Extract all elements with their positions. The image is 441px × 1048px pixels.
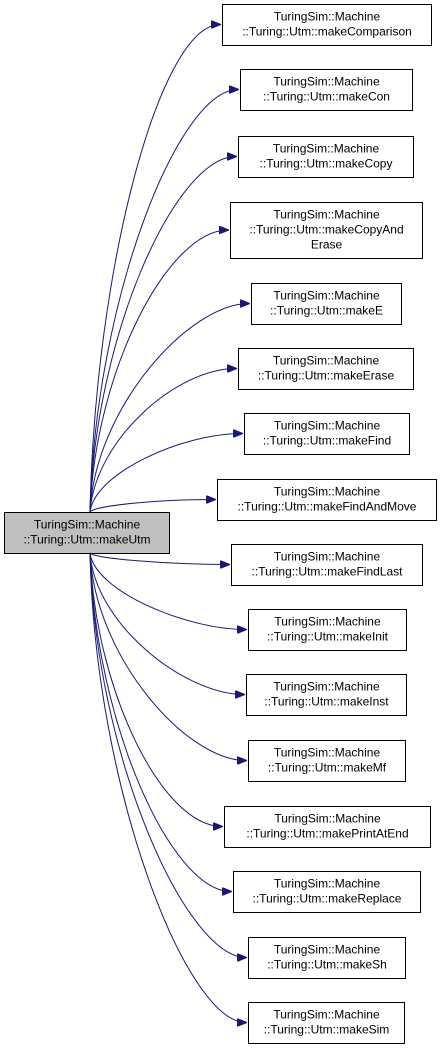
callee-function-node-label-line: ::Turing::Utm::makeSh: [267, 958, 387, 972]
callee-function-node[interactable]: TuringSim::Machine::Turing::Utm::makeSh: [248, 937, 406, 979]
function-nodes: TuringSim::Machine::Turing::Utm::makeUtm…: [4, 4, 437, 1044]
callee-function-node-box: [224, 806, 431, 848]
call-edge: [89, 157, 236, 513]
callee-function-node-label-line: TuringSim::Machine: [274, 550, 381, 564]
call-edge: [89, 230, 228, 513]
callee-function-node-box: [222, 4, 432, 46]
callee-function-node-box: [217, 479, 437, 521]
callee-function-node-label-line: ::Turing::Utm::makeE: [270, 304, 383, 318]
callee-function-node-label-line: ::Turing::Utm::makeInit: [267, 630, 389, 644]
callee-function-node-label-line: TuringSim::Machine: [274, 746, 381, 760]
call-edge: [89, 552, 246, 630]
callee-function-node-label-line: TuringSim::Machine: [273, 289, 380, 303]
callee-function-node[interactable]: TuringSim::Machine::Turing::Utm::makeFin…: [231, 544, 423, 586]
callee-function-node[interactable]: TuringSim::Machine::Turing::Utm::makeE: [251, 283, 402, 325]
call-edges: [89, 25, 249, 1023]
callee-function-node-label-line: TuringSim::Machine: [274, 615, 381, 629]
callee-function-node[interactable]: TuringSim::Machine::Turing::Utm::makePri…: [224, 806, 431, 848]
callee-function-node[interactable]: TuringSim::Machine::Turing::Utm::makeFin…: [244, 413, 410, 455]
call-edge: [89, 552, 222, 827]
call-edge: [89, 552, 246, 958]
call-edge: [89, 25, 220, 513]
callee-function-node-label-line: TuringSim::Machine: [273, 1008, 380, 1022]
callee-function-node[interactable]: TuringSim::Machine::Turing::Utm::makeCop…: [238, 136, 414, 178]
call-edge: [89, 552, 244, 695]
callee-function-node-label-line: ::Turing::Utm::makeMf: [268, 761, 387, 775]
callee-function-node-box: [251, 283, 402, 325]
call-edge: [89, 500, 215, 513]
callee-function-node-label-line: TuringSim::Machine: [273, 75, 380, 89]
callee-function-node-label-line: ::Turing::Utm::makeReplace: [253, 892, 402, 906]
callee-function-node[interactable]: TuringSim::Machine::Turing::Utm::makeSim: [248, 1002, 405, 1044]
root-function-node-box: [4, 512, 170, 554]
callee-function-node[interactable]: TuringSim::Machine::Turing::Utm::makeIni…: [248, 609, 407, 651]
callee-function-node-box: [246, 674, 407, 716]
call-edge: [89, 90, 238, 513]
callee-function-node-label-line: TuringSim::Machine: [273, 680, 380, 694]
callee-function-node[interactable]: TuringSim::Machine::Turing::Utm::makeIns…: [246, 674, 407, 716]
callee-function-node-box: [238, 136, 414, 178]
call-edge: [89, 434, 242, 513]
callee-function-node-box: [248, 937, 406, 979]
callee-function-node-label-line: TuringSim::Machine: [273, 208, 380, 222]
callee-function-node-label-line: TuringSim::Machine: [274, 877, 381, 891]
call-edge: [89, 304, 249, 513]
callee-function-node-label-line: TuringSim::Machine: [273, 142, 380, 156]
callee-function-node-box: [240, 69, 413, 111]
callee-function-node-label-line: ::Turing::Utm::makeFindLast: [252, 565, 404, 579]
callee-function-node[interactable]: TuringSim::Machine::Turing::Utm::makeCom…: [222, 4, 432, 46]
callee-function-node-box: [238, 348, 414, 390]
callee-function-node[interactable]: TuringSim::Machine::Turing::Utm::makeCop…: [230, 202, 423, 259]
callee-function-node-label-line: ::Turing::Utm::makeSim: [264, 1023, 390, 1037]
callee-function-node-label-line: TuringSim::Machine: [274, 10, 381, 24]
callee-function-node-label-line: TuringSim::Machine: [274, 812, 381, 826]
root-function-node[interactable]: TuringSim::Machine::Turing::Utm::makeUtm: [4, 512, 170, 554]
callee-function-node-label-line: ::Turing::Utm::makeComparison: [242, 25, 412, 39]
callee-function-node-label-line: ::Turing::Utm::makeFind: [263, 434, 391, 448]
callee-function-node-label-line: ::Turing::Utm::makeCopy: [260, 157, 393, 171]
callee-function-node-label-line: TuringSim::Machine: [274, 485, 381, 499]
callee-function-node[interactable]: TuringSim::Machine::Turing::Utm::makeMf: [248, 740, 406, 782]
root-function-node-label-line: ::Turing::Utm::makeUtm: [24, 533, 151, 547]
callee-function-node-label-line: ::Turing::Utm::makeFindAndMove: [238, 500, 417, 514]
call-edge: [89, 552, 231, 892]
callee-function-node[interactable]: TuringSim::Machine::Turing::Utm::makeCon: [240, 69, 413, 111]
callee-function-node-label-line: TuringSim::Machine: [274, 419, 381, 433]
callee-function-node-label-line: TuringSim::Machine: [274, 943, 381, 957]
callee-function-node[interactable]: TuringSim::Machine::Turing::Utm::makeRep…: [233, 871, 421, 913]
callee-function-node-label-line: TuringSim::Machine: [273, 354, 380, 368]
callee-function-node[interactable]: TuringSim::Machine::Turing::Utm::makeFin…: [217, 479, 437, 521]
callee-function-node-box: [248, 609, 407, 651]
callee-function-node-label-line: ::Turing::Utm::makeCopyAnd: [249, 223, 403, 237]
callee-function-node-box: [248, 740, 406, 782]
callee-function-node-label-line: Erase: [311, 238, 343, 252]
callee-function-node-box: [248, 1002, 405, 1044]
callee-function-node[interactable]: TuringSim::Machine::Turing::Utm::makeEra…: [238, 348, 414, 390]
call-edge: [89, 552, 229, 565]
callee-function-node-box: [231, 544, 423, 586]
callee-function-node-box: [233, 871, 421, 913]
callee-function-node-label-line: ::Turing::Utm::makeErase: [258, 369, 395, 383]
callee-function-node-label-line: ::Turing::Utm::makePrintAtEnd: [246, 827, 408, 841]
callee-function-node-label-line: ::Turing::Utm::makeInst: [264, 695, 389, 709]
call-edge: [89, 552, 246, 1023]
root-function-node-label-line: TuringSim::Machine: [34, 518, 141, 532]
callee-function-node-box: [244, 413, 410, 455]
callee-function-node-label-line: ::Turing::Utm::makeCon: [263, 90, 390, 104]
call-edge: [89, 552, 246, 761]
callee-function-node-box: [230, 202, 423, 259]
call-edge: [89, 369, 236, 513]
